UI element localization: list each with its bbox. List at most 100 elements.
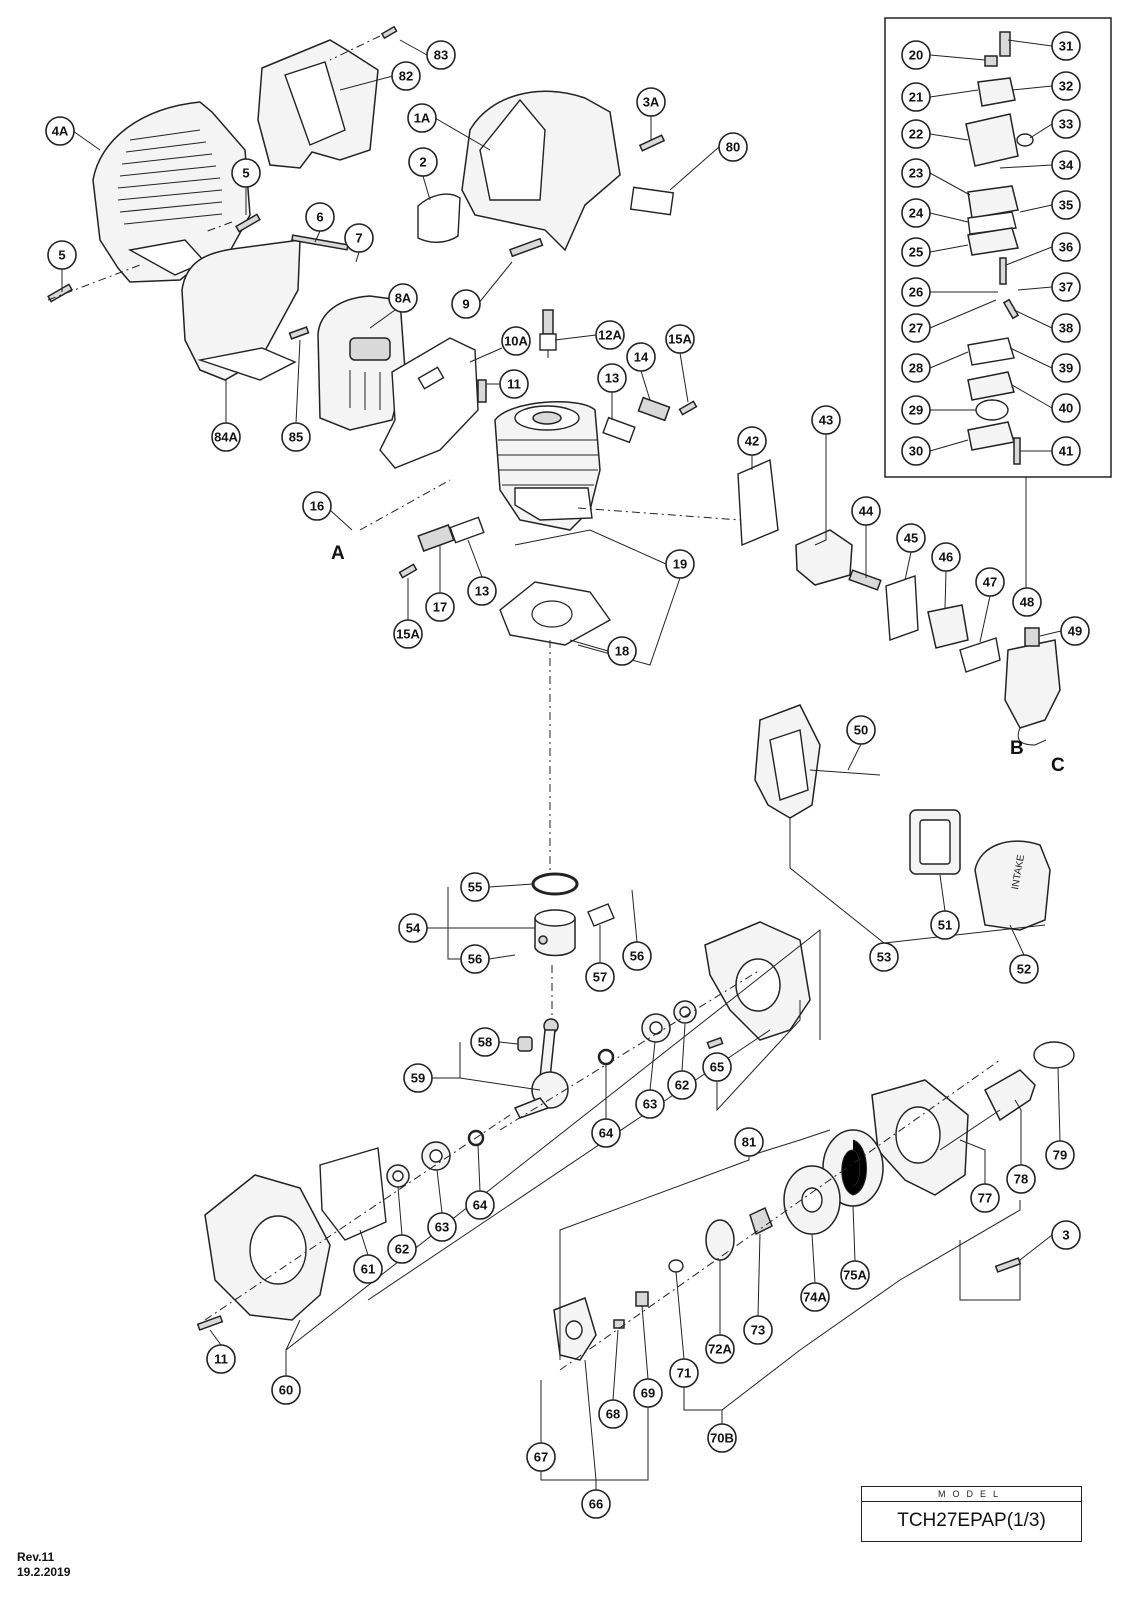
callout-circle <box>669 1358 699 1388</box>
callout-43: 43 <box>811 405 841 435</box>
callout-9: 9 <box>451 289 481 319</box>
callout-label: 16 <box>310 499 324 514</box>
callout-label: 81 <box>742 1135 756 1150</box>
callout-label: 49 <box>1068 624 1082 639</box>
callout-label: 59 <box>411 1071 425 1086</box>
callout-label: 74A <box>803 1290 827 1305</box>
callout-circle <box>665 549 695 579</box>
callout-label: 56 <box>468 952 482 967</box>
intake-block-part <box>795 529 1001 673</box>
top-cover-part <box>257 39 379 169</box>
carburetor-inset-frame <box>884 17 1112 478</box>
callout-circle <box>665 324 695 354</box>
callout-label: 3 <box>1062 1228 1069 1243</box>
callout-circle <box>901 237 931 267</box>
callout-label: 4A <box>52 124 69 139</box>
callout-26: 26 <box>901 277 931 307</box>
callout-6: 6 <box>305 202 335 232</box>
callout-51: 51 <box>930 910 960 940</box>
callout-56: 56 <box>460 944 490 974</box>
callout-23: 23 <box>901 158 931 188</box>
callout-30: 30 <box>901 436 931 466</box>
callout-1a: 1A <box>407 103 437 133</box>
piston-pin-part <box>587 903 615 927</box>
callout-65: 65 <box>702 1052 732 1082</box>
callout-80: 80 <box>718 132 748 162</box>
callout-label: 6 <box>316 210 323 225</box>
leader-lines <box>61 39 1062 1490</box>
callout-circle <box>1051 436 1081 466</box>
callout-82: 82 <box>391 61 421 91</box>
callout-label: 41 <box>1059 444 1073 459</box>
callout-32: 32 <box>1051 71 1081 101</box>
callout-circle <box>211 422 241 452</box>
callout-circle <box>231 158 261 188</box>
callout-label: 5 <box>58 248 65 263</box>
callout-label: 82 <box>399 69 413 84</box>
insulator-plate-part <box>737 458 779 547</box>
callout-circle <box>1012 587 1042 617</box>
callout-39: 39 <box>1051 353 1081 383</box>
callout-18: 18 <box>607 636 637 666</box>
callout-59: 59 <box>403 1063 433 1093</box>
recoil-cover-part <box>92 101 251 283</box>
callout-circle <box>499 369 529 399</box>
callout-83: 83 <box>426 40 456 70</box>
callout-circle <box>388 283 418 313</box>
callout-75a: 75A <box>840 1260 870 1290</box>
callout-label: 33 <box>1059 117 1073 132</box>
callout-circle <box>302 491 332 521</box>
callout-label: 71 <box>677 1366 691 1381</box>
callout-74a: 74A <box>800 1282 830 1312</box>
callout-circle <box>636 87 666 117</box>
callout-label: 35 <box>1059 198 1073 213</box>
callout-circle <box>901 82 931 112</box>
callout-40: 40 <box>1051 393 1081 423</box>
callout-78: 78 <box>1006 1164 1036 1194</box>
callout-13: 13 <box>597 363 627 393</box>
callout-label: 45 <box>904 531 918 546</box>
callout-circle <box>585 962 615 992</box>
callout-label: 73 <box>751 1323 765 1338</box>
muffler-part <box>317 295 406 431</box>
callout-79: 79 <box>1045 1140 1075 1170</box>
callout-label: 44 <box>859 504 874 519</box>
callout-label: 72A <box>708 1342 732 1357</box>
callout-circle <box>1051 1220 1081 1250</box>
callout-circle <box>353 1254 383 1284</box>
callout-circle <box>743 1315 773 1345</box>
callout-15a: 15A <box>393 619 423 649</box>
callout-label: 47 <box>983 575 997 590</box>
callout-label: 64 <box>599 1126 614 1141</box>
callout-label: 75A <box>843 1268 867 1283</box>
callout-62: 62 <box>667 1070 697 1100</box>
callout-circle <box>47 240 77 270</box>
cylinder-gasket-part <box>499 581 612 646</box>
callout-label: 52 <box>1017 962 1031 977</box>
callout-label: 57 <box>593 970 607 985</box>
crankcase-right-part <box>704 921 811 1041</box>
callout-circle <box>581 1489 611 1519</box>
air-filter-part <box>909 809 961 875</box>
callout-label: 2 <box>419 155 426 170</box>
callout-circle <box>622 941 652 971</box>
engine-cover-part <box>461 90 621 252</box>
callout-circle <box>930 910 960 940</box>
callout-circle <box>1006 1164 1036 1194</box>
callout-label: 78 <box>1014 1172 1028 1187</box>
callout-62: 62 <box>387 1234 417 1264</box>
callout-label: 7 <box>355 231 362 246</box>
callout-label: 48 <box>1020 595 1034 610</box>
callout-label: 38 <box>1059 321 1073 336</box>
callout-64: 64 <box>465 1190 495 1220</box>
callout-label: 62 <box>395 1242 409 1257</box>
callout-circle <box>591 1118 621 1148</box>
callout-circle <box>526 1442 556 1472</box>
callout-label: 66 <box>589 1497 603 1512</box>
callout-label: 51 <box>938 918 952 933</box>
callout-circle <box>851 496 881 526</box>
callout-label: 84A <box>214 430 238 445</box>
callout-22: 22 <box>901 119 931 149</box>
callout-73: 73 <box>743 1315 773 1345</box>
callout-label: 19 <box>673 557 687 572</box>
